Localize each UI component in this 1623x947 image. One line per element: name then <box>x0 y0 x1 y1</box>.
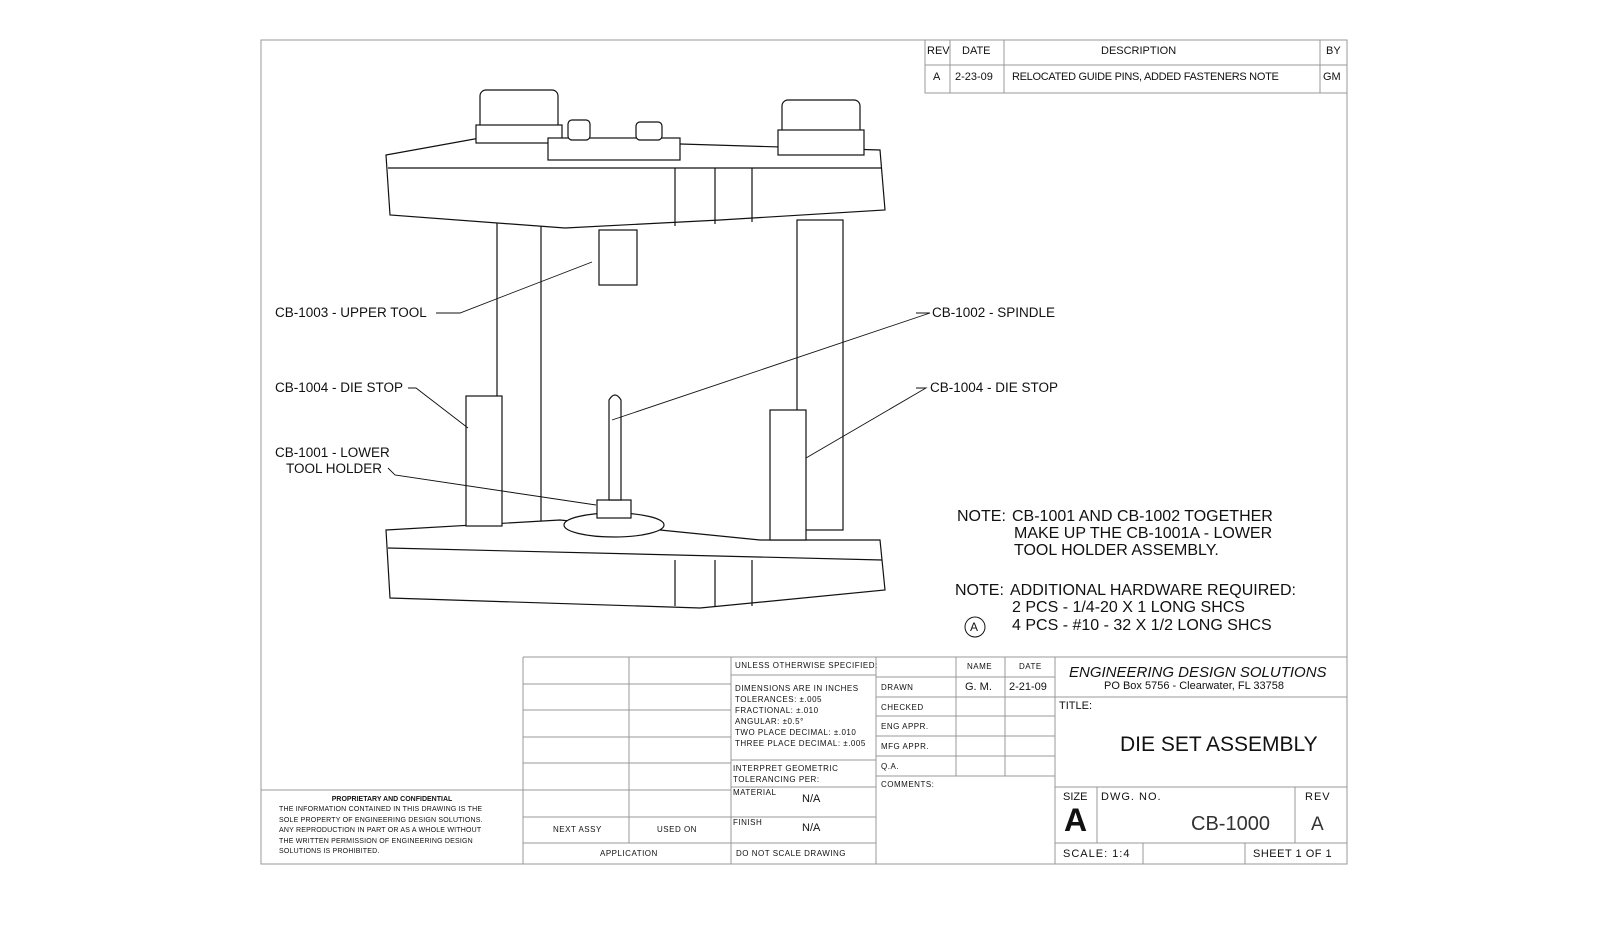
qa-label: Q.A. <box>881 762 900 771</box>
proprietary-line: ANY REPRODUCTION IN PART OR AS A WHOLE W… <box>279 827 482 834</box>
tolerance-line: THREE PLACE DECIMAL: ±.005 <box>735 739 866 748</box>
tolerance-line: ANGULAR: ±0.5° <box>735 717 804 726</box>
by-header: BY <box>1326 45 1341 57</box>
die-stop-right <box>769 409 807 541</box>
rev-header: REV <box>927 45 950 57</box>
die-stop-left <box>465 395 503 527</box>
tolerance-line: TOLERANCES: ±.005 <box>735 695 822 704</box>
proprietary-title: PROPRIETARY AND CONFIDENTIAL <box>331 796 453 803</box>
rev-marker: A <box>970 620 979 634</box>
note1-text: CB-1001 AND CB-1002 TOGETHER MAKE UP THE… <box>1012 508 1273 559</box>
material-value: N/A <box>802 793 821 805</box>
proprietary-text: THE INFORMATION CONTAINED IN THIS DRAWIN… <box>279 805 483 858</box>
company-address: PO Box 5756 - Clearwater, FL 33758 <box>1104 680 1284 692</box>
spindle <box>608 394 622 501</box>
next-assy-label: NEXT ASSY <box>553 825 602 834</box>
name-header: NAME <box>967 662 993 671</box>
tolerances: DIMENSIONS ARE IN INCHES TOLERANCES: ±.0… <box>735 683 866 749</box>
used-on-label: USED ON <box>657 825 697 834</box>
material-label: MATERIAL <box>733 788 777 797</box>
size-label: SIZE <box>1063 791 1088 803</box>
note-line: MAKE UP THE CB-1001A - LOWER <box>1014 525 1273 542</box>
callout-die-stop-left: CB-1004 - DIE STOP <box>275 380 404 395</box>
upper-tool <box>598 229 638 286</box>
date-header: DATE <box>962 45 991 57</box>
size-value: A <box>1064 802 1088 838</box>
description-header: DESCRIPTION <box>1101 45 1177 57</box>
interpret-tolerancing: INTERPRET GEOMETRIC TOLERANCING PER: <box>733 763 838 785</box>
interpret-line: TOLERANCING PER: <box>733 775 820 784</box>
callout-lower-holder-1: CB-1001 - LOWER <box>275 445 390 460</box>
eng-appr-label: ENG APPR. <box>881 722 929 731</box>
rev-value: A <box>933 71 941 83</box>
guide-post-left <box>496 219 542 531</box>
checked-label: CHECKED <box>881 703 924 712</box>
dwg-no-label: DWG. NO. <box>1101 791 1162 803</box>
note-line: CB-1001 AND CB-1002 TOGETHER <box>1012 508 1273 525</box>
title-label: TITLE: <box>1059 700 1093 712</box>
rev-label: REV <box>1305 791 1331 803</box>
note-line: TOOL HOLDER ASSEMBLY. <box>1014 542 1219 559</box>
tolerance-line: DIMENSIONS ARE IN INCHES <box>735 684 859 693</box>
mfg-appr-label: MFG APPR. <box>881 742 930 751</box>
rev-date: 2-23-09 <box>955 71 993 83</box>
dwg-no-value: CB-1000 <box>1191 813 1270 835</box>
rev-value: A <box>1311 814 1324 835</box>
finish-value: N/A <box>802 822 821 834</box>
date-header: DATE <box>1019 662 1042 671</box>
rev-by: GM <box>1323 71 1341 83</box>
callout-upper-tool: CB-1003 - UPPER TOOL <box>275 305 427 320</box>
title-block-lines <box>261 656 1347 864</box>
interpret-line: INTERPRET GEOMETRIC <box>733 764 839 773</box>
proprietary-line: SOLUTIONS IS PROHIBITED. <box>279 848 380 855</box>
sheet-label: SHEET 1 OF 1 <box>1253 848 1333 860</box>
note2-text: ADDITIONAL HARDWARE REQUIRED: 2 PCS - 1/… <box>1010 582 1296 634</box>
note-line: 2 PCS - 1/4-20 X 1 LONG SHCS <box>1012 599 1245 616</box>
unless-specified: UNLESS OTHERWISE SPECIFIED: <box>735 661 878 670</box>
proprietary-line: THE INFORMATION CONTAINED IN THIS DRAWIN… <box>279 806 483 813</box>
note1-label: NOTE: <box>957 508 1006 525</box>
rev-description: RELOCATED GUIDE PINS, ADDED FASTENERS NO… <box>1012 71 1279 83</box>
drawn-name: G. M. <box>965 681 992 693</box>
scale-label: SCALE: 1:4 <box>1063 848 1131 860</box>
proprietary-line: THE WRITTEN PERMISSION OF ENGINEERING DE… <box>279 837 473 845</box>
finish-label: FINISH <box>733 818 763 827</box>
application-label: APPLICATION <box>600 849 658 858</box>
tolerance-line: TWO PLACE DECIMAL: ±.010 <box>735 728 857 737</box>
note2-label: NOTE: <box>955 582 1004 599</box>
proprietary-line: SOLE PROPERTY OF ENGINEERING DESIGN SOLU… <box>279 816 483 824</box>
leader-lines <box>387 261 931 506</box>
tool-block <box>547 137 681 161</box>
drawing-title: DIE SET ASSEMBLY <box>1120 733 1318 756</box>
drawn-date: 2-21-09 <box>1009 681 1047 693</box>
company-name: ENGINEERING DESIGN SOLUTIONS <box>1069 664 1327 681</box>
tolerance-line: FRACTIONAL: ±.010 <box>735 706 819 715</box>
callout-die-stop-right: CB-1004 - DIE STOP <box>930 380 1059 395</box>
rev-marker-circle <box>964 616 986 638</box>
revision-table-lines <box>924 39 1348 94</box>
callout-lower-holder-2: TOOL HOLDER <box>286 461 383 476</box>
sheet-border <box>260 39 1348 865</box>
comments-label: COMMENTS: <box>881 780 935 789</box>
note-line: ADDITIONAL HARDWARE REQUIRED: <box>1010 582 1296 599</box>
drawn-label: DRAWN <box>881 683 914 692</box>
callout-spindle: CB-1002 - SPINDLE <box>932 305 1056 320</box>
note-line: 4 PCS - #10 - 32 X 1/2 LONG SHCS <box>1012 617 1272 634</box>
do-not-scale: DO NOT SCALE DRAWING <box>736 849 847 858</box>
die-set-assembly <box>385 89 886 609</box>
